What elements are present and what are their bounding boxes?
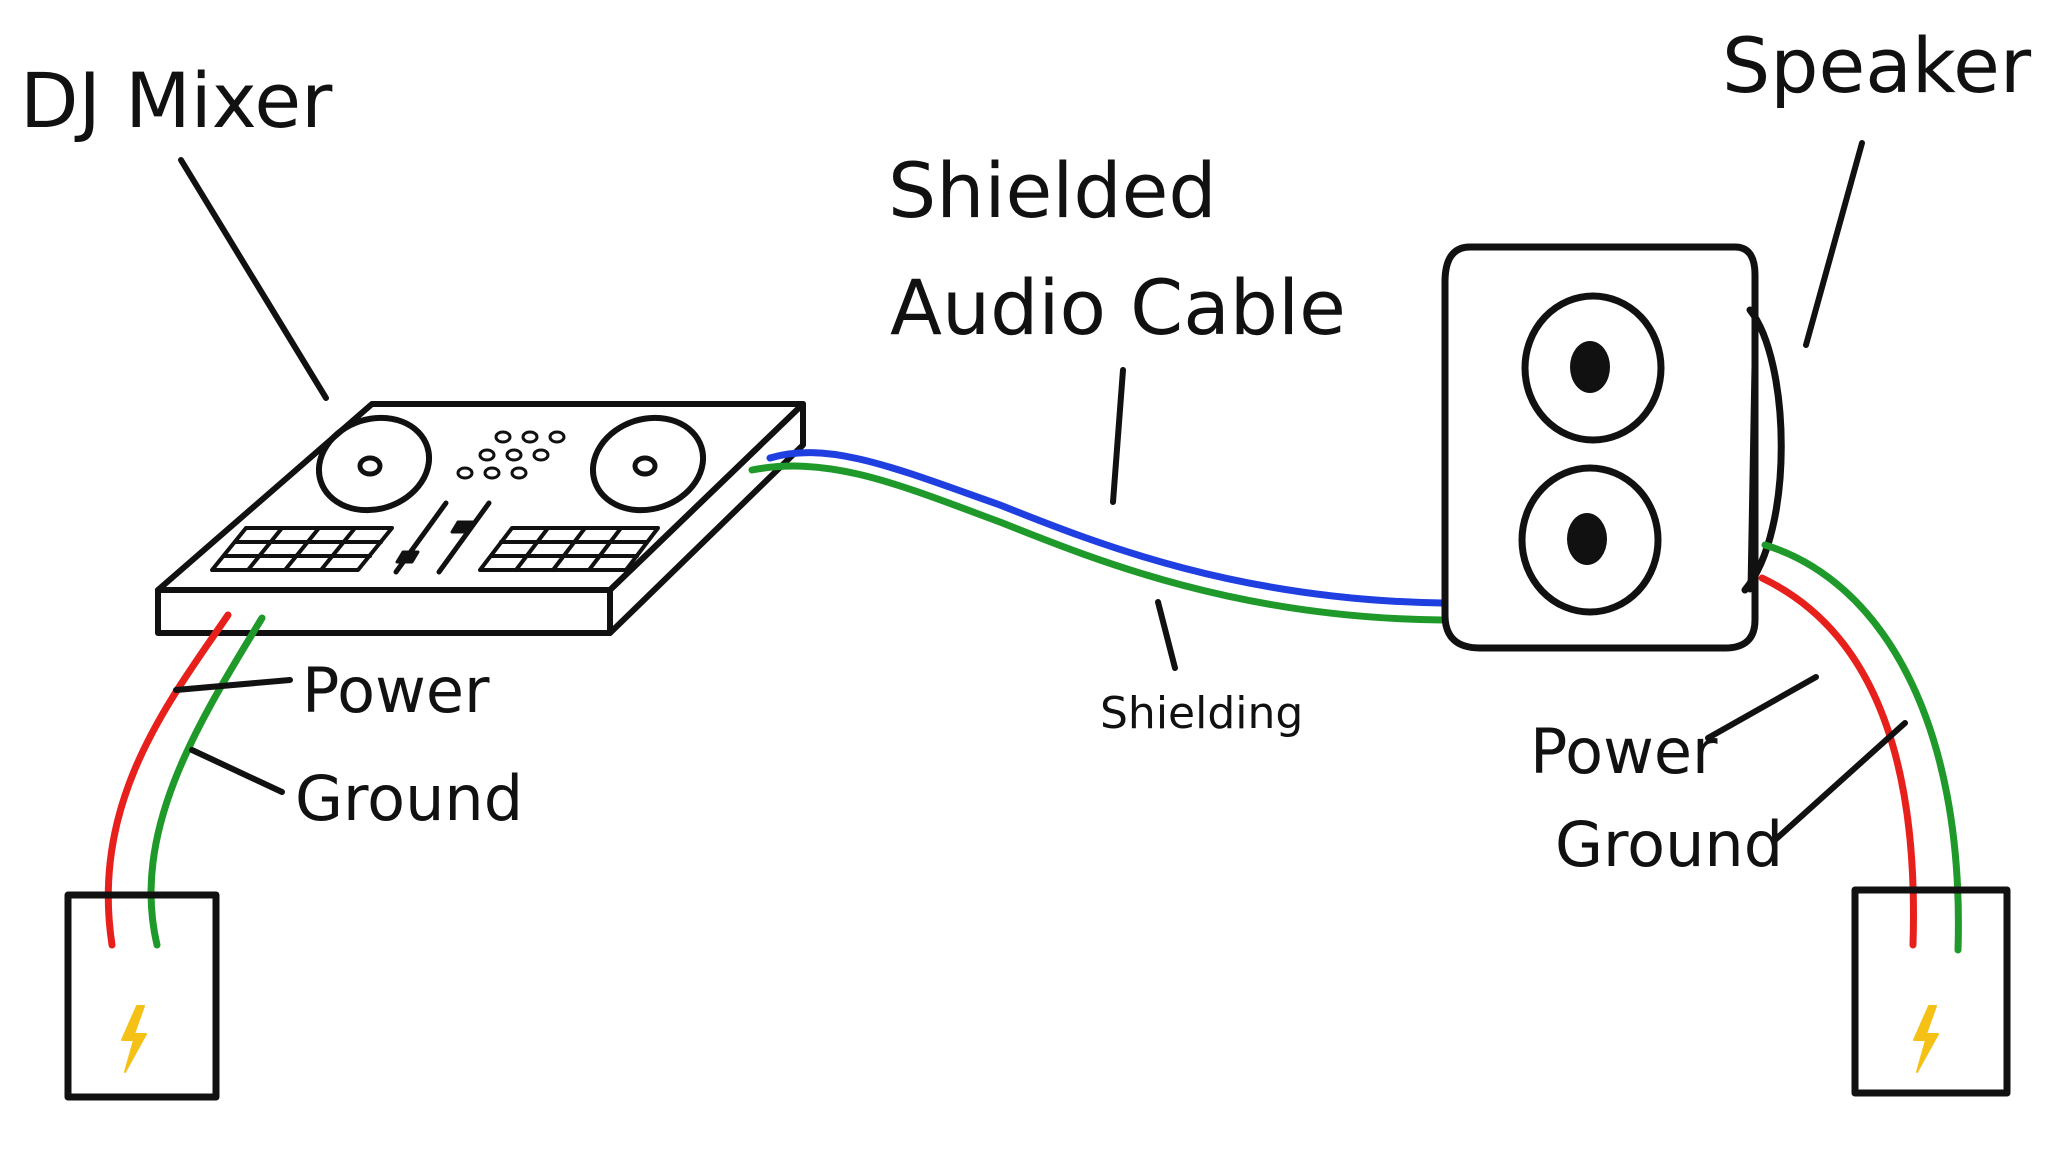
left-power-label: Power bbox=[302, 654, 490, 727]
right-ground-leader bbox=[1772, 720, 1908, 843]
mixer-knobs bbox=[456, 430, 566, 480]
cable-label-line2: Audio Cable bbox=[890, 263, 1346, 352]
left-ground-leader bbox=[189, 747, 285, 795]
right-power-leader bbox=[1705, 674, 1819, 741]
right-outlet bbox=[1851, 886, 2011, 1097]
dj-mixer bbox=[155, 401, 806, 636]
left-outlet bbox=[64, 891, 220, 1101]
mixer-label: DJ Mixer bbox=[20, 56, 333, 145]
shielding-wire bbox=[748, 462, 1446, 624]
shielded-audio-cable bbox=[748, 449, 1446, 624]
left-power-leader bbox=[173, 677, 293, 693]
cable-leader bbox=[1110, 367, 1126, 505]
right-jog-wheel bbox=[589, 414, 707, 514]
mixer-leader bbox=[178, 157, 329, 401]
right-power-label: Power bbox=[1530, 715, 1718, 788]
right-power-wire bbox=[1758, 574, 1917, 949]
signal-wire bbox=[766, 449, 1446, 607]
speaker bbox=[1441, 243, 1785, 652]
lightning-bolt-icon bbox=[1913, 1005, 1939, 1073]
speaker-label: Speaker bbox=[1722, 21, 2032, 110]
left-power-wire bbox=[104, 611, 232, 949]
right-pad-grid bbox=[478, 526, 660, 572]
shielding-leader bbox=[1155, 599, 1178, 671]
left-jog-wheel bbox=[315, 414, 433, 514]
lightning-bolt-icon bbox=[121, 1005, 147, 1073]
right-power-cord bbox=[1758, 541, 1962, 954]
cable-label-line1: Shielded bbox=[888, 146, 1217, 235]
left-pad-grid bbox=[210, 526, 394, 572]
shielding-label: Shielding bbox=[1100, 688, 1303, 739]
speaker-cone-top bbox=[1521, 292, 1665, 444]
mixer-faders bbox=[393, 500, 492, 575]
speaker-cone-bottom bbox=[1518, 464, 1662, 616]
left-ground-wire bbox=[147, 614, 266, 949]
speaker-leader bbox=[1803, 140, 1865, 348]
left-power-cord bbox=[104, 611, 266, 949]
left-ground-label: Ground bbox=[295, 762, 523, 835]
leader-lines bbox=[173, 140, 1908, 843]
right-ground-wire bbox=[1761, 541, 1962, 954]
right-ground-label: Ground bbox=[1555, 808, 1783, 881]
